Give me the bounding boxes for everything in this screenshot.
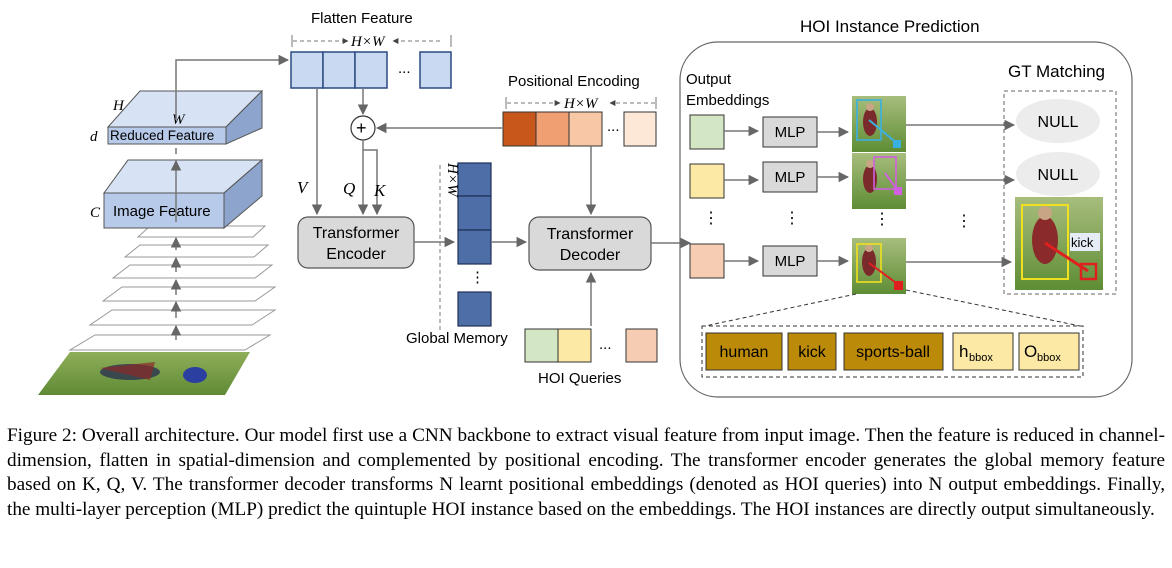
encoder-label-2: Encoder (326, 246, 386, 263)
plus-sign: + (356, 118, 367, 138)
output-embedding (689, 243, 725, 279)
prediction-thumbnail (852, 96, 906, 152)
backbone-layer (68, 334, 272, 351)
hoi-tuple-box (701, 325, 1084, 378)
reduced-feature-label: Reduced Feature (110, 128, 214, 143)
backbone-layer (101, 286, 277, 302)
kick-tag: kick (1071, 235, 1094, 250)
mlp-box: MLP (762, 245, 818, 277)
v-label: V (297, 178, 310, 197)
q-label: Q (343, 179, 355, 198)
dim-c: C (90, 205, 101, 221)
tuple-kick-label: kick (798, 344, 827, 361)
architecture-diagram: Image Feature C Reduced Feature H W d Fl… (38, 10, 1133, 398)
output-embedding (689, 114, 725, 150)
decoder-label-2: Decoder (560, 247, 621, 264)
mlp-box: MLP (762, 161, 818, 193)
o-bbox-main: O (1024, 342, 1037, 361)
output-embedding (689, 163, 725, 199)
tuple-human: human (705, 332, 783, 371)
dim-w: W (172, 112, 186, 128)
flatten-feature-cells: ... (290, 51, 452, 89)
transformer-encoder: Transformer Encoder (297, 216, 415, 269)
embeddings-vdots: ⋮ (703, 210, 719, 227)
prediction-thumbnail (852, 238, 906, 294)
o-bbox-sub: bbox (1037, 352, 1061, 364)
mlp-label: MLP (775, 253, 806, 270)
decoder-label-1: Transformer (547, 226, 634, 243)
prediction-thumbnail (852, 153, 906, 209)
backbone-layer (88, 309, 277, 326)
mlp-label: MLP (775, 169, 806, 186)
matching-vdots: ⋮ (956, 213, 972, 230)
h-bbox-main: h (959, 342, 968, 361)
hoi-queries-label: HOI Queries (538, 370, 621, 387)
backbone-layer (123, 244, 270, 258)
mlp-box: MLP (762, 116, 818, 148)
flatten-ellipsis: ... (398, 60, 411, 77)
tuple-o-bbox: O bbox (1018, 332, 1080, 371)
tuple-h-bbox: h bbox (952, 332, 1014, 371)
reduced-feature-block: Reduced Feature H W d (90, 89, 264, 145)
image-feature-block: Image Feature C (90, 158, 264, 230)
queries-ellipsis: ... (599, 336, 612, 353)
image-feature-label: Image Feature (113, 203, 211, 220)
mlp-vdots: ⋮ (784, 210, 800, 227)
gt-matching-box (1003, 90, 1117, 295)
null-ellipse: NULL (1016, 99, 1100, 143)
positional-encoding-title: Positional Encoding (508, 73, 640, 90)
tuple-human-label: human (720, 344, 769, 361)
gt-matched-image: kick (1015, 197, 1103, 290)
cnn-backbone (38, 225, 277, 395)
backbone-layer (111, 264, 274, 279)
tuple-sports-ball: sports-ball (843, 332, 944, 371)
gt-matching-title: GT Matching (1008, 62, 1105, 81)
tuple-sports-ball-label: sports-ball (856, 344, 930, 361)
output-embeddings-label-2: Embeddings (686, 92, 769, 109)
dim-h: H (112, 98, 125, 114)
k-label: K (373, 181, 387, 200)
dim-d: d (90, 129, 98, 145)
mlp-label: MLP (775, 124, 806, 141)
memory-vdots: ⋮ (470, 269, 485, 286)
posenc-hxw: H×W (563, 96, 599, 112)
tuple-kick: kick (787, 332, 837, 371)
h-bbox-sub: bbox (969, 352, 993, 364)
hoi-prediction-title: HOI Instance Prediction (800, 17, 980, 36)
figure-caption: Figure 2: Overall architecture. Our mode… (7, 425, 1165, 520)
flatten-feature-title: Flatten Feature (311, 10, 413, 27)
null-ellipse: NULL (1016, 152, 1100, 196)
global-memory-label: Global Memory (406, 330, 508, 347)
posenc-ellipsis: ... (607, 118, 620, 135)
output-embeddings-label-1: Output (686, 71, 732, 88)
transformer-decoder: Transformer Decoder (528, 216, 652, 271)
positional-encoding-cells: ... (502, 111, 657, 147)
null-label: NULL (1038, 167, 1079, 184)
encoder-label-1: Transformer (313, 225, 400, 242)
null-label: NULL (1038, 114, 1079, 131)
hoi-queries-cells: ... (524, 328, 658, 363)
thumbnail-vdots: ⋮ (874, 211, 890, 228)
flatten-hxw: H×W (350, 34, 386, 50)
hoi-prediction-panel (679, 41, 1133, 398)
global-memory-cells: ⋮ (457, 162, 492, 327)
memory-hxw: H×W (444, 162, 460, 198)
